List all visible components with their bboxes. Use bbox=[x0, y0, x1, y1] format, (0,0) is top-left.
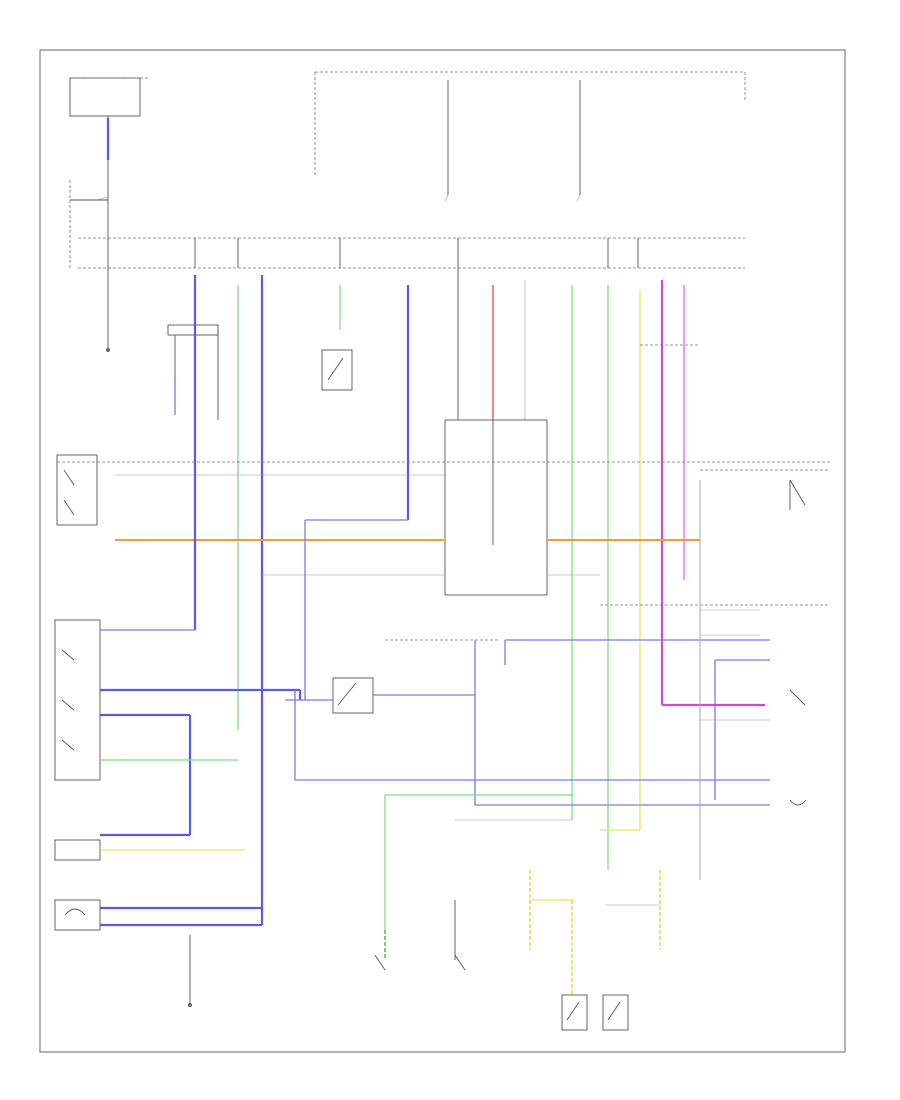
diagram-frame bbox=[39, 49, 846, 1053]
lower-components bbox=[188, 794, 661, 1031]
left-door-wiring bbox=[100, 320, 475, 927]
fuse-box-area bbox=[69, 71, 746, 202]
harness-lines bbox=[57, 461, 830, 880]
power-bus bbox=[69, 180, 745, 270]
left-components bbox=[54, 324, 219, 931]
right-components bbox=[640, 344, 830, 806]
bus-drops bbox=[106, 118, 685, 870]
center-components bbox=[321, 349, 548, 714]
